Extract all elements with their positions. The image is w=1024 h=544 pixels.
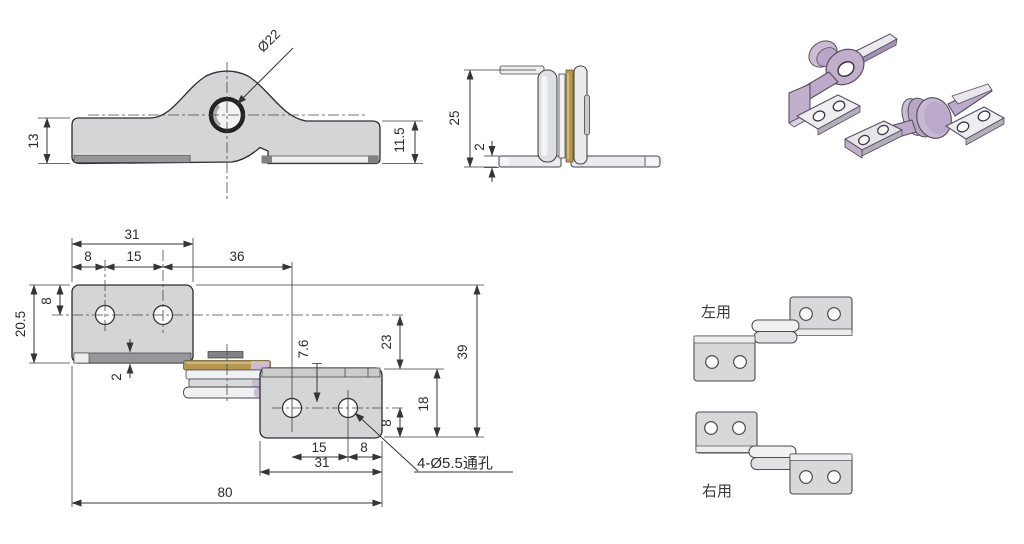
iso-mount-hole <box>832 100 846 112</box>
front-right-strip-end-left <box>262 156 272 163</box>
lower-hole-pitch-label: 15 <box>311 440 326 455</box>
side-brass-washer <box>565 69 574 163</box>
mount-hole <box>799 307 813 321</box>
plan-strip-notch <box>73 352 90 364</box>
iso-mount-hole <box>877 124 889 136</box>
front-left-foot-strip <box>73 154 191 163</box>
plan-lower-plate-strip <box>261 367 381 378</box>
plan-view: 31 8 15 36 20.5 8 2 7.6 23 39 18 <box>13 227 513 507</box>
front-view: Ø22 13 11.5 <box>26 26 423 200</box>
right-use-view: 右用 <box>695 411 853 500</box>
boss-diameter-label: Ø22 <box>254 26 283 55</box>
right-use-lower-strip <box>789 453 853 461</box>
left-use-knuckle-bottom <box>753 331 798 344</box>
right-use-knuckle-top <box>748 445 797 458</box>
plan-lower-plate <box>259 367 383 439</box>
total-height-label: 39 <box>455 344 470 359</box>
total-width-label: 80 <box>217 485 232 500</box>
iso-cap-shade <box>924 101 950 135</box>
iso-blade-top-right <box>951 83 993 105</box>
plan-knuckle-tab <box>207 351 244 359</box>
top-width-label: 31 <box>124 227 139 242</box>
boss-dia-leader <box>236 47 294 105</box>
lower-width-label: 31 <box>314 455 329 470</box>
iso-bracket-wall-2 <box>844 138 863 159</box>
left-use-lower-strip <box>693 335 756 344</box>
right-use-knuckle-bottom <box>750 457 795 470</box>
side-thickness-label: 2 <box>472 143 487 151</box>
hole-to-pivot-label: 36 <box>229 249 244 264</box>
plan-upper-plate <box>71 284 194 364</box>
hole-to-bottom-label: 8 <box>379 419 394 427</box>
lower-edge-to-hole-label: 8 <box>360 440 368 455</box>
side-right-leg-tip <box>647 157 658 166</box>
front-height-right-label: 11.5 <box>392 127 407 152</box>
side-disc-highlight <box>541 76 548 156</box>
iso-head-hole <box>837 61 855 77</box>
left-use-knuckle-top <box>751 319 800 332</box>
isometric-views <box>788 33 1005 159</box>
right-use-upper-strip <box>695 445 758 453</box>
iso-hinge-right <box>844 83 1005 159</box>
mount-hole <box>827 307 841 321</box>
orientation-views: 左用 右用 <box>693 296 853 500</box>
left-use-view: 左用 <box>693 296 853 382</box>
side-height-label: 25 <box>447 110 462 125</box>
mount-hole <box>704 421 718 435</box>
mount-hole <box>732 421 746 435</box>
mount-hole <box>705 355 719 369</box>
holes-note-label: 4-Ø5.5通孔 <box>417 455 493 472</box>
plan-upper-plate-strip <box>73 352 192 364</box>
iso-hinge-left <box>788 33 898 136</box>
side-washer <box>558 73 566 159</box>
plan-brass-washer-purple-end <box>251 361 269 370</box>
plan-washer-2 <box>185 369 270 380</box>
plan-washer-3-purple-end <box>252 379 265 387</box>
front-right-strip-end-right <box>368 156 378 163</box>
iso-mount-hole <box>956 121 970 133</box>
iso-base-plate-3-edge <box>965 117 1005 146</box>
lower-plate-height-label: 18 <box>416 396 431 411</box>
mount-hole <box>827 470 841 484</box>
iso-mount-hole <box>977 110 991 122</box>
front-hole-shading <box>213 104 222 127</box>
hole-pitch-label: 15 <box>126 249 141 264</box>
mount-hole <box>799 470 813 484</box>
pivot-offset-label: 7.6 <box>296 340 311 359</box>
side-view: 25 2 <box>447 65 661 182</box>
front-height-left-label: 13 <box>26 133 41 148</box>
plate-height-label: 20.5 <box>13 311 28 337</box>
side-left-leg-tip <box>500 157 509 166</box>
left-use-upper-strip <box>789 328 853 336</box>
right-use-label: 右用 <box>702 483 732 500</box>
top-edge-to-hole-label: 8 <box>39 297 54 305</box>
edge-to-hole-label: 8 <box>84 249 92 264</box>
side-rivet-nub <box>584 94 590 136</box>
iso-base-plate-edge <box>817 105 861 136</box>
holes-note-leader <box>354 412 419 472</box>
hole-row-gap-label: 23 <box>379 334 394 349</box>
left-use-label: 左用 <box>701 304 731 321</box>
mount-hole <box>733 355 747 369</box>
plate-thickness-label: 2 <box>109 373 124 381</box>
iso-mount-hole <box>812 110 826 122</box>
iso-mount-hole <box>858 134 870 146</box>
front-right-foot-strip <box>261 155 379 164</box>
